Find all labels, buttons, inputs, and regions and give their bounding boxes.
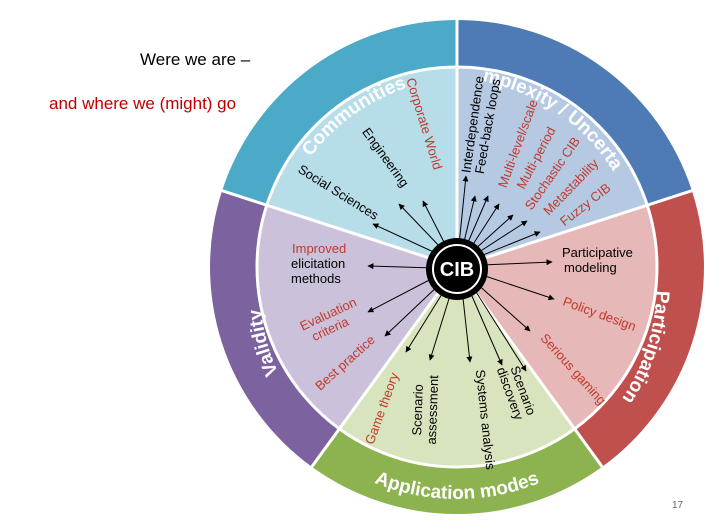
center-circle	[426, 238, 488, 300]
label-elicitation: elicitation	[291, 256, 345, 271]
segment-complexity-inner	[457, 67, 648, 267]
label-modeling: modeling	[564, 260, 617, 275]
label-scenario-assessment-1: Scenario	[409, 384, 426, 436]
segment-validity-inner	[257, 205, 457, 429]
label-scenario-assessment-2: assessment	[424, 375, 441, 445]
label-methods: methods	[291, 271, 341, 286]
segment-communities-inner	[266, 67, 457, 267]
segment-participation-inner	[457, 205, 657, 429]
label-participative: Participative	[562, 245, 633, 260]
arrows	[367, 175, 555, 372]
center-inner-ring	[432, 244, 482, 294]
page-number: 17	[672, 500, 684, 511]
label-improved: Improved	[292, 241, 346, 256]
segment-application-inner	[339, 267, 575, 468]
segment-dividers	[221, 20, 693, 468]
heading-line-1: Were we are –	[140, 50, 251, 69]
heading-line-2: and where we (might) go	[49, 94, 237, 113]
inner-ring-border	[255, 65, 659, 469]
center-label: CIB	[440, 259, 474, 281]
